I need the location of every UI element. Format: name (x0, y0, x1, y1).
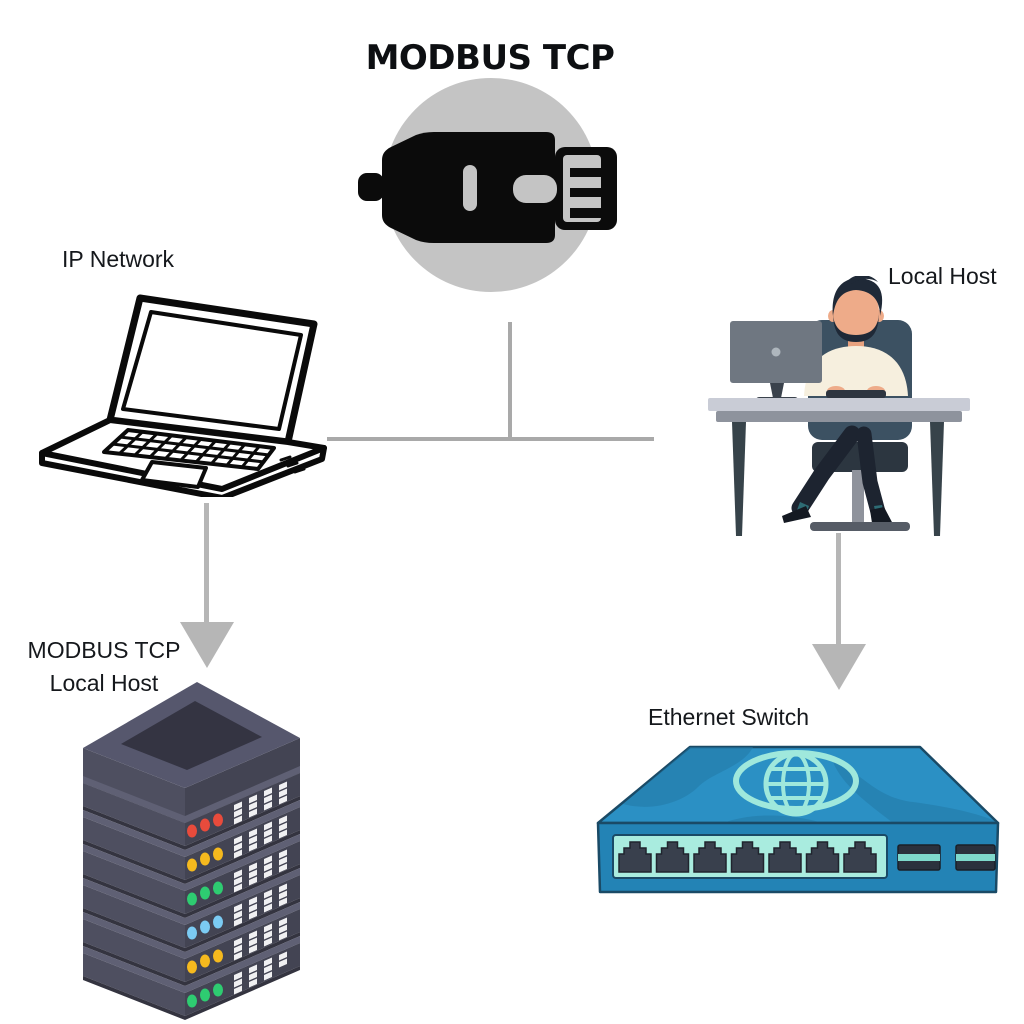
arrow-to-server (204, 503, 209, 625)
modbus-server-label-line2: Local Host (49, 670, 159, 696)
modbus-server-label-line1: MODBUS TCP (27, 637, 181, 663)
local-host-label: Local Host (888, 263, 997, 289)
ip-network-label: IP Network (62, 246, 175, 272)
ethernet-switch-icon (596, 745, 1000, 894)
ethernet-switch-label: Ethernet Switch (648, 704, 810, 730)
person-at-desk-icon (708, 276, 970, 536)
modbus-server-label: MODBUS TCP Local Host (0, 634, 208, 700)
ethernet-connector-icon (358, 132, 617, 243)
diagram-title: MODBUS TCP (365, 38, 615, 78)
bus-line (327, 437, 654, 441)
laptop-icon (39, 294, 327, 497)
hub-drop-line (508, 322, 512, 440)
arrow-to-switch (836, 533, 841, 647)
arrow-to-server-head (180, 622, 234, 668)
server-rack-icon (83, 682, 300, 1020)
arrow-to-switch-head (812, 644, 866, 690)
